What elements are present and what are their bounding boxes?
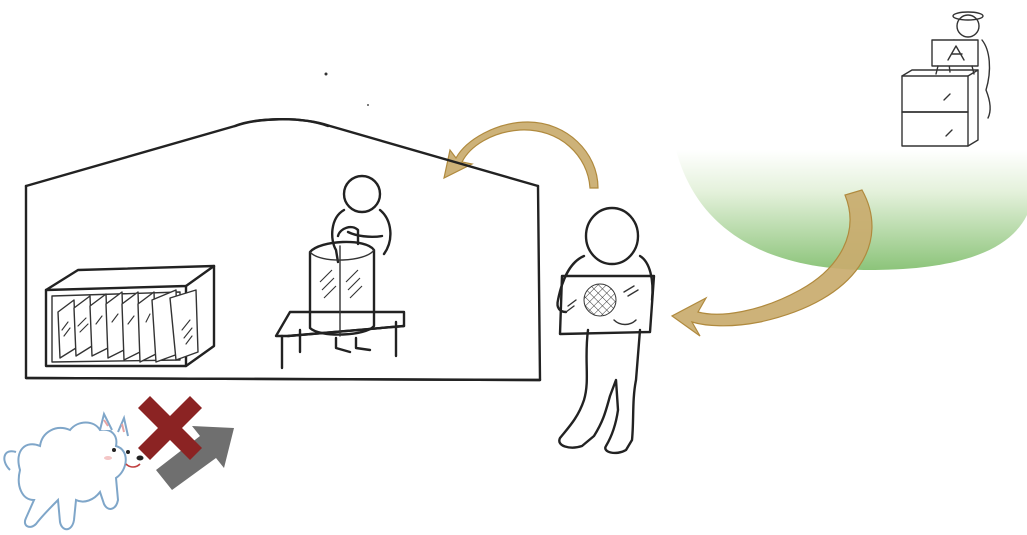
beekeeper-head <box>957 15 979 37</box>
cross-icon <box>138 396 202 460</box>
beekeeper-at-hive-icon <box>902 12 990 146</box>
dog-eye <box>126 450 130 454</box>
worker-inside-icon <box>276 176 404 368</box>
stored-comb-frames <box>58 290 198 362</box>
lifted-frame <box>932 40 978 66</box>
speck <box>367 104 369 106</box>
arrow-worker-to-house <box>444 122 598 188</box>
dog-eye <box>112 448 116 452</box>
hive-box-lower <box>902 112 968 146</box>
dog-nose <box>137 456 144 461</box>
speck <box>325 73 328 76</box>
worker-carrying-frame-icon <box>557 208 654 453</box>
dog-icon <box>4 414 143 529</box>
hive-box-upper <box>902 76 968 112</box>
